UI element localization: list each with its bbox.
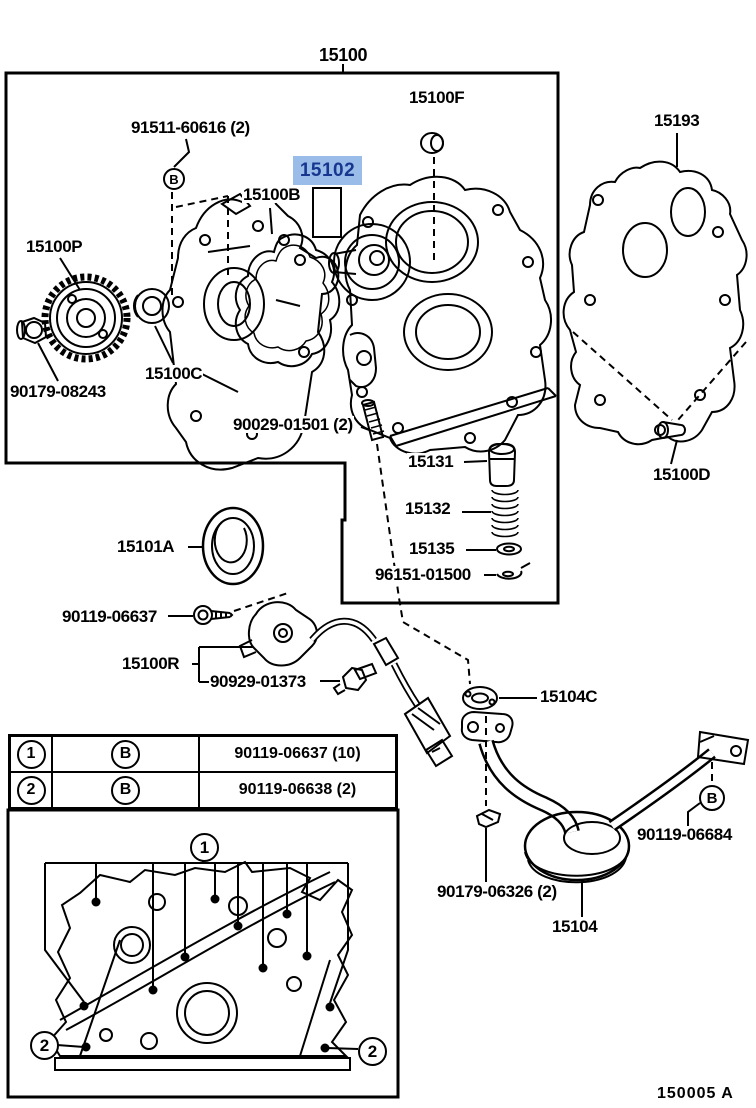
crank-seal-art [201,506,265,586]
part-label-15100P: 15100P [25,237,84,256]
part-label-15193: 15193 [653,111,701,130]
part-label-15102-highlighted[interactable]: 15102 [293,156,362,185]
part-label-15100F: 15100F [408,88,466,107]
row2-number-circle: 2 [16,775,46,805]
pump-gasket-art [234,233,341,368]
row1-part-number: 90119-06637 (10) [198,734,398,773]
part-label-90029-01501: 90029-01501 (2) [232,415,354,434]
part-label-96151-01500: 96151-01500 [374,565,472,584]
circled-1-callout: 1 [190,833,219,862]
part-label-15101A: 15101A [116,537,176,556]
part-label-15100: 15100 [319,45,368,65]
circled-2-callout-right: 2 [358,1037,387,1066]
part-label-90179-06326: 90179-06326 (2) [436,882,558,901]
part-label-15100B: 15100B [242,185,302,204]
rear-gasket-art [562,160,748,446]
row2-part-number: 90119-06638 (2) [198,771,398,810]
row1-b-symbol: B [111,739,140,769]
grommet-art [420,132,444,154]
part-label-91511-60616: 91511-60616 (2) [130,118,251,137]
part-label-15131: 15131 [407,452,455,471]
bushing-art [133,288,170,324]
part-label-90929-01373: 90929-01373 [209,672,307,691]
row2-b-symbol: B [111,775,140,805]
part-label-15100D: 15100D [652,465,712,484]
timing-pulley-art [16,273,131,363]
part-label-15100C: 15100C [144,364,204,383]
part-label-15100R: 15100R [121,654,181,673]
strainer-art [460,686,750,884]
part-label-15104C: 15104C [539,687,599,706]
main-box [4,71,560,605]
sensor-art [238,601,454,768]
circled-b-symbol-bracket: B [699,785,725,811]
dashed-lines [171,157,747,806]
relief-valve-art [487,443,531,580]
fastener-table: 1 B 90119-06637 (10) 2 B 90119-06638 (2) [8,734,398,810]
clamp-art [332,662,378,696]
front-bolt-art [193,605,234,625]
leader-lines [37,133,701,917]
circled-2-callout-left: 2 [30,1031,59,1060]
part-label-15132: 15132 [404,499,452,518]
highlight-pointer-box [312,187,342,238]
table-row: 2 B 90119-06638 (2) [8,771,398,810]
drawing-code: 150005 A [657,1085,734,1102]
stud-bolt-art [361,399,385,442]
circled-b-symbol-top: B [163,168,185,190]
timing-cover-art [342,175,557,455]
part-label-90119-06684: 90119-06684 [636,825,733,844]
part-label-15135: 15135 [408,539,456,558]
bolt-location-diagram [6,808,400,1099]
part-label-15104: 15104 [551,917,599,936]
table-row: 1 B 90119-06637 (10) [8,734,398,773]
part-label-90179-08243: 90179-08243 [9,382,107,401]
row1-number-circle: 1 [16,739,46,769]
part-label-90119-06637: 90119-06637 [61,607,158,626]
